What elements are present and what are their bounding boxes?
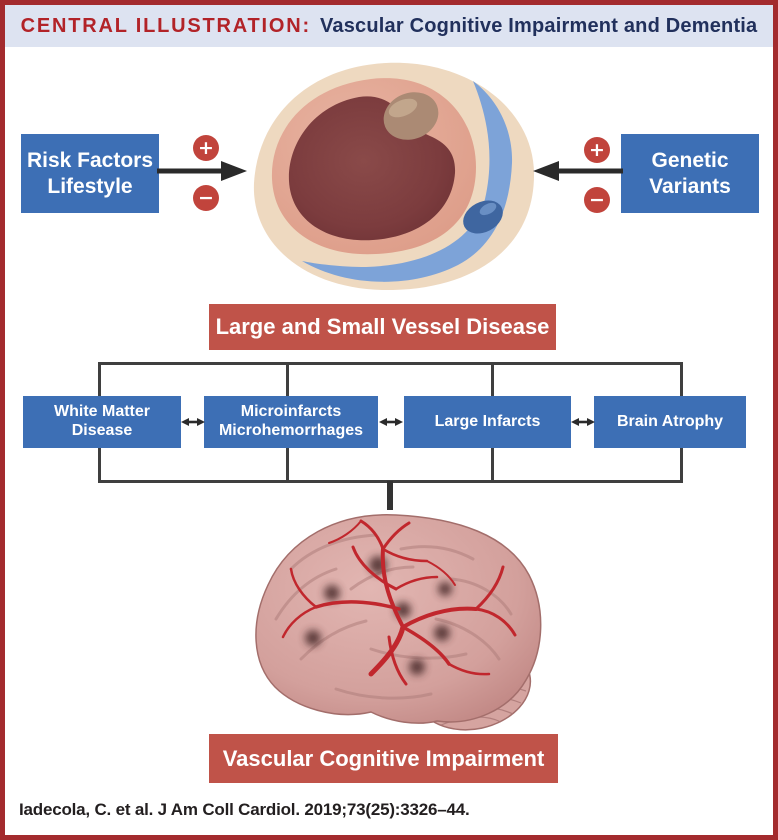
risk-factors-line2: Lifestyle [47, 174, 133, 198]
brain-illustration [255, 514, 542, 731]
large-infarcts-label: Large Infarcts [434, 412, 541, 430]
microinfarcts-line1: Microinfarcts [240, 403, 342, 421]
plus-icon: + [584, 137, 610, 163]
vein-crescent [302, 81, 513, 282]
white-matter-line1: White Matter [54, 403, 150, 421]
large-infarcts-box: Large Infarcts [404, 396, 571, 448]
double-arrow-icon [571, 418, 595, 426]
microinfarcts-box: Microinfarcts Microhemorrhages [204, 396, 378, 448]
double-arrow-icon [181, 418, 205, 426]
risk-factors-line1: Risk Factors [26, 148, 154, 172]
vessel-disease-banner: Large and Small Vessel Disease [209, 304, 556, 350]
brain-atrophy-box: Brain Atrophy [594, 396, 746, 448]
gyri-lines [274, 533, 513, 700]
vci-banner-text: Vascular Cognitive Impairment [222, 745, 545, 771]
citation-text: Iadecola, C. et al. J Am Coll Cardiol. 2… [19, 800, 470, 819]
genetic-variants-box: Genetic Variants [621, 134, 759, 213]
double-arrow-icon [379, 418, 403, 426]
minus-symbol: − [589, 188, 605, 211]
artery-tree [281, 519, 517, 686]
minus-icon: − [193, 185, 219, 211]
risk-to-vessel-arrow [157, 161, 247, 181]
header-label: CENTRAL ILLUSTRATION: [20, 14, 311, 37]
vein-highlight [479, 202, 497, 216]
genetic-variants-line2: Variants [649, 174, 731, 198]
white-matter-disease-box: White Matter Disease [23, 396, 181, 448]
risk-factors-box: Risk Factors Lifestyle [21, 134, 159, 213]
artery-cross-section-illustration [253, 62, 535, 291]
vci-banner: Vascular Cognitive Impairment [209, 734, 558, 783]
brain-atrophy-label: Brain Atrophy [616, 412, 724, 430]
figure-canvas: CENTRAL ILLUSTRATION: Vascular Cognitive… [5, 5, 773, 835]
microinfarcts-line2: Microhemorrhages [218, 422, 364, 439]
plus-symbol: + [589, 138, 605, 161]
genetic-variants-line1: Genetic [651, 148, 729, 172]
plus-symbol: + [198, 136, 214, 159]
minus-icon: − [584, 187, 610, 213]
figure-header: CENTRAL ILLUSTRATION: Vascular Cognitive… [5, 5, 773, 47]
plus-icon: + [193, 135, 219, 161]
connector-down-stub [387, 481, 393, 510]
genetic-to-vessel-arrow [533, 161, 623, 181]
header-title: Vascular Cognitive Impairment and Dement… [319, 14, 758, 37]
minus-symbol: − [198, 186, 214, 209]
vessel-disease-banner-text: Large and Small Vessel Disease [215, 314, 550, 339]
white-matter-line2: Disease [71, 422, 133, 439]
plaque-highlight [388, 98, 418, 118]
